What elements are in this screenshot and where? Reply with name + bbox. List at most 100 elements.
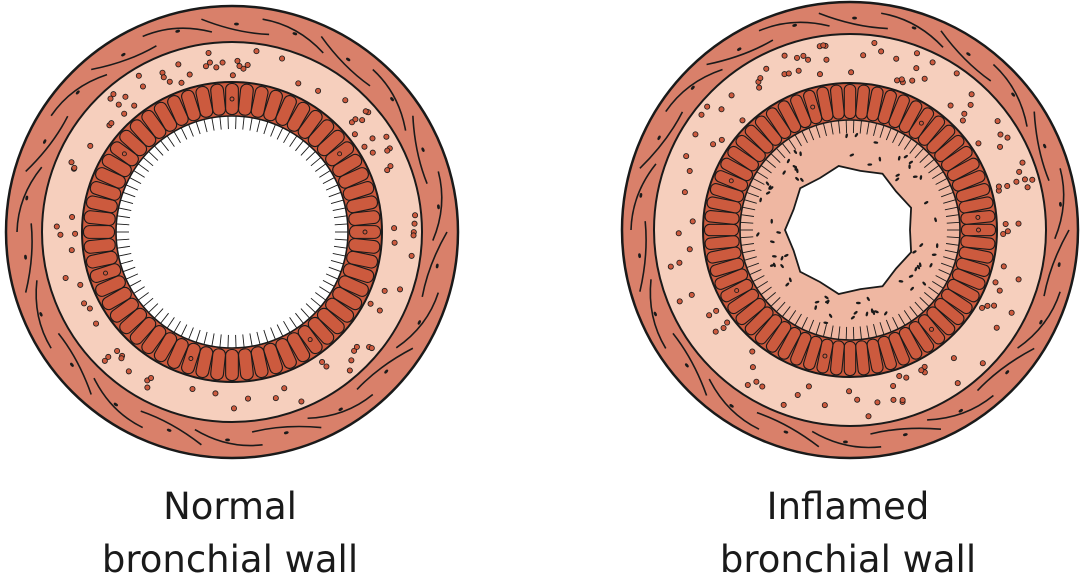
mucus-particle xyxy=(771,219,773,224)
submucosa-cell xyxy=(220,60,225,65)
inflamed-caption-line2: bronchial wall xyxy=(648,533,1048,586)
submucosa-cell xyxy=(102,358,107,363)
submucosa-cell xyxy=(360,118,365,123)
submucosa-cell xyxy=(781,402,786,407)
normal-caption: Normal bronchial wall xyxy=(30,480,430,586)
submucosa-cell xyxy=(817,72,822,77)
submucosa-cell xyxy=(324,364,329,369)
submucosa-cell xyxy=(363,109,368,114)
submucosa-cell xyxy=(750,365,755,370)
submucosa-cell xyxy=(161,75,166,80)
submucosa-cell xyxy=(397,287,402,292)
submucosa-cell xyxy=(1005,229,1010,234)
submucosa-cell xyxy=(951,356,956,361)
submucosa-cell xyxy=(114,348,119,353)
submucosa-cell xyxy=(668,264,673,269)
submucosa-cell xyxy=(167,79,172,84)
submucosa-cell xyxy=(995,119,1000,124)
submucosa-cell xyxy=(996,184,1001,189)
submucosa-cell xyxy=(412,213,417,218)
submucosa-cell xyxy=(954,71,959,76)
submucosa-cell xyxy=(757,85,762,90)
submucosa-cell xyxy=(750,349,755,354)
submucosa-cell xyxy=(273,396,278,401)
submucosa-cell xyxy=(713,329,718,334)
submucosa-cell xyxy=(1001,231,1006,236)
epithelial-cell xyxy=(210,84,226,116)
epithelial-cell xyxy=(238,348,254,380)
submucosa-cell xyxy=(760,384,765,389)
submucosa-cell xyxy=(69,248,74,253)
submucosa-cell xyxy=(897,373,902,378)
epithelial-cell xyxy=(226,84,239,115)
submucosa-cell xyxy=(411,233,416,238)
submucosa-cell xyxy=(822,403,827,408)
submucosa-cell xyxy=(72,231,77,236)
submucosa-cell xyxy=(369,346,374,351)
submucosa-cell xyxy=(979,305,984,310)
submucosa-cell xyxy=(385,167,390,172)
submucosa-cell xyxy=(1016,221,1021,226)
submucosa-cell xyxy=(997,288,1002,293)
submucosa-cell xyxy=(409,253,414,258)
inflamed-caption: Inflamed bronchial wall xyxy=(648,480,1048,586)
submucosa-cell xyxy=(676,231,681,236)
submucosa-cell xyxy=(968,102,973,107)
submucosa-cell xyxy=(69,160,74,165)
submucosa-cell xyxy=(126,369,131,374)
submucosa-cell xyxy=(122,111,127,116)
submucosa-cell xyxy=(187,72,192,77)
submucosa-cell xyxy=(315,88,320,93)
submucosa-cell xyxy=(710,142,715,147)
submucosa-cell xyxy=(88,143,93,148)
mucus-particle xyxy=(908,164,910,169)
submucosa-cell xyxy=(758,75,763,80)
submucosa-cell xyxy=(955,381,960,386)
submucosa-cell xyxy=(352,132,357,137)
submucosa-cell xyxy=(914,66,919,71)
submucosa-cell xyxy=(412,221,417,226)
submucosa-cell xyxy=(1003,221,1008,226)
submucosa-cell xyxy=(370,150,375,155)
submucosa-cell xyxy=(976,141,981,146)
submucosa-cell xyxy=(725,320,730,325)
submucosa-cell xyxy=(899,77,904,82)
submucosa-cell xyxy=(123,94,128,99)
submucosa-cell xyxy=(991,303,996,308)
submucosa-cell xyxy=(824,57,829,62)
submucosa-cell xyxy=(296,81,301,86)
submucosa-cell xyxy=(861,53,866,58)
submucosa-cell xyxy=(354,344,359,349)
submucosa-cell xyxy=(136,73,141,78)
submucosa-cell xyxy=(203,64,208,69)
submucosa-cell xyxy=(821,43,826,48)
submucosa-cell xyxy=(891,397,896,402)
submucosa-cell xyxy=(368,301,373,306)
submucosa-cell xyxy=(980,361,985,366)
submucosa-cell xyxy=(794,55,799,60)
submucosa-cell xyxy=(872,40,877,45)
submucosa-cell xyxy=(719,107,724,112)
submucosa-cell xyxy=(1022,177,1027,182)
submucosa-cell xyxy=(914,51,919,56)
submucosa-cell xyxy=(891,383,896,388)
epithelial-cell xyxy=(844,342,855,376)
submucosa-cell xyxy=(994,325,999,330)
submucosa-cell xyxy=(900,397,905,402)
submucosa-cell xyxy=(930,60,935,65)
submucosa-cell xyxy=(677,299,682,304)
submucosa-cell xyxy=(214,65,219,70)
epithelial-cell xyxy=(84,238,116,254)
submucosa-cell xyxy=(119,356,124,361)
submucosa-cell xyxy=(719,137,724,142)
submucosa-cell xyxy=(254,49,259,54)
submucosa-cell xyxy=(245,62,250,67)
submucosa-cell xyxy=(116,102,121,107)
submucosa-cell xyxy=(904,375,909,380)
normal-bronchus-cross-section xyxy=(6,6,458,458)
submucosa-cell xyxy=(58,232,63,237)
submucosa-cell xyxy=(922,76,927,81)
submucosa-cell xyxy=(855,397,860,402)
submucosa-cell xyxy=(63,275,68,280)
